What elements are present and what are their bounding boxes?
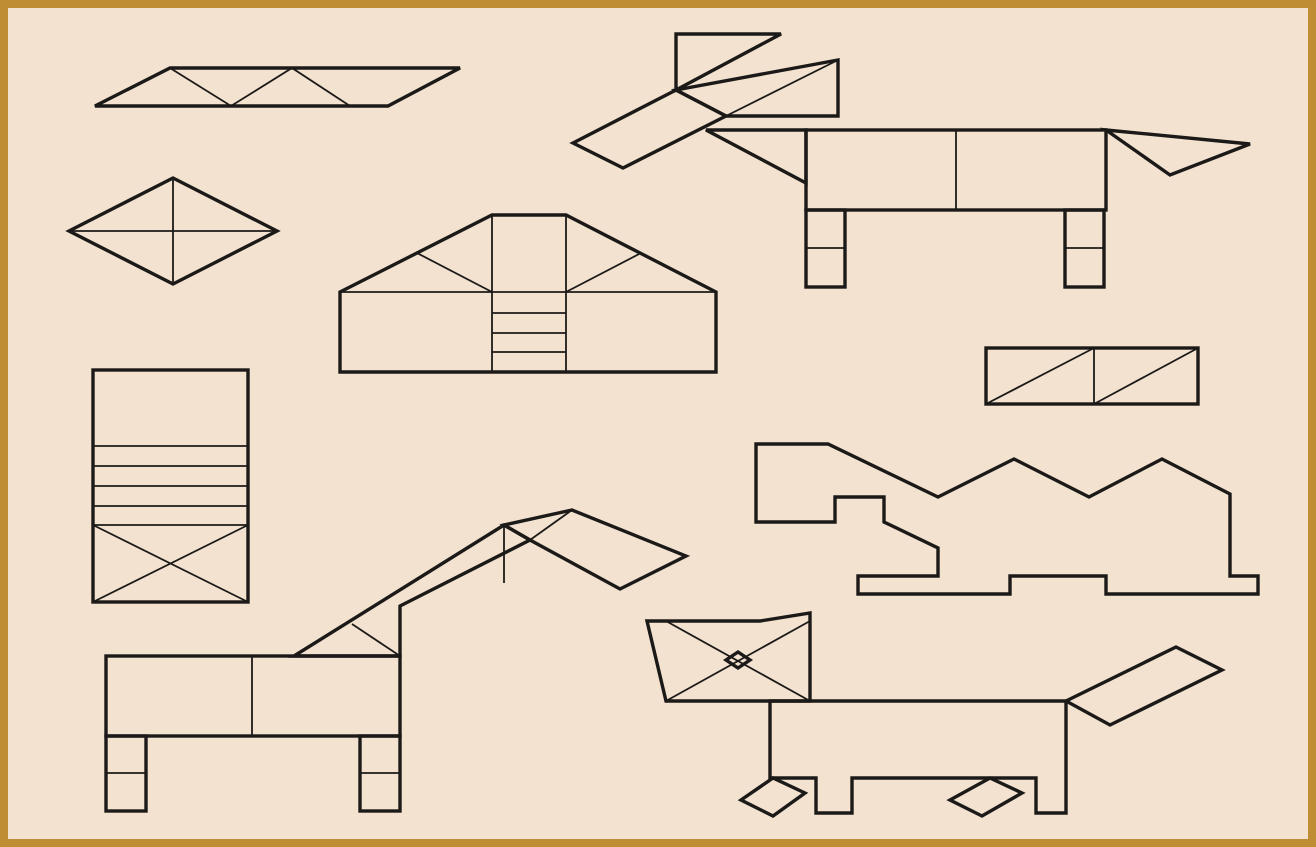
diamond-figure — [69, 178, 277, 284]
dog-figure — [573, 34, 1250, 287]
giraffe-figure — [106, 510, 686, 811]
cat-figure — [647, 613, 1222, 816]
camel-figure — [756, 444, 1258, 594]
parallelogram-figure — [95, 68, 460, 106]
small-rectangle-figure — [986, 348, 1198, 404]
tower-figure — [93, 370, 248, 602]
house-figure — [340, 215, 716, 372]
